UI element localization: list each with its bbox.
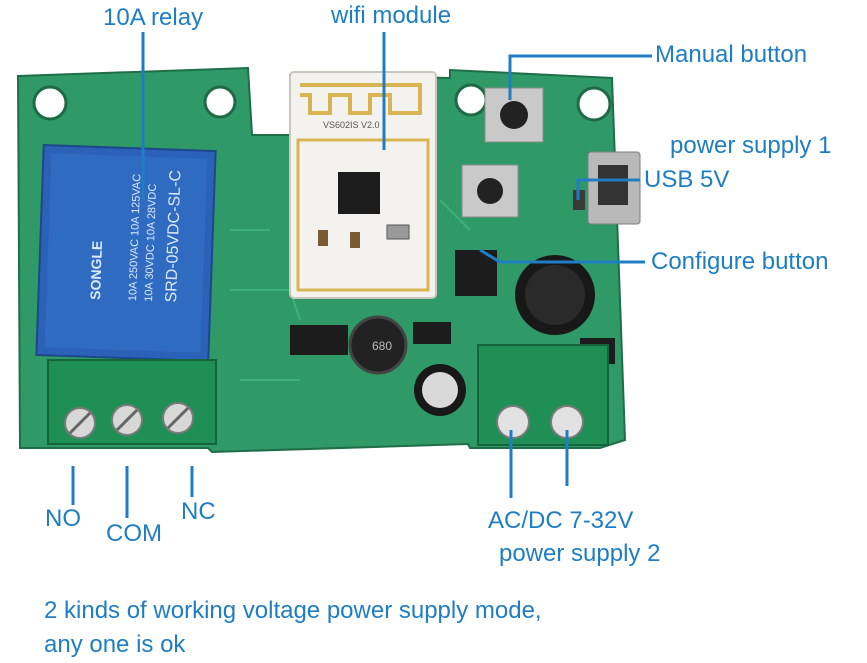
power-supply-1-label: power supply 1 bbox=[670, 132, 832, 159]
manual-button-part bbox=[484, 87, 544, 143]
capacitors bbox=[414, 255, 595, 416]
configure-button-part bbox=[461, 164, 519, 218]
relay-spec-1: 10A 250VAC 10A 125VAC bbox=[127, 174, 143, 302]
caption-line-2: any one is ok bbox=[44, 631, 186, 658]
relay-label: 10A relay bbox=[103, 4, 204, 31]
wifi-module: VS602IS V2.0 bbox=[289, 71, 437, 299]
relay-spec-2: 10A 30VDC 10A 28VDC bbox=[143, 183, 159, 301]
inductor: 680 bbox=[348, 315, 408, 375]
module-id: VS602IS V2.0 bbox=[323, 120, 380, 130]
usb-5v-label: USB 5V bbox=[644, 166, 730, 193]
configure-button-label: Configure button bbox=[651, 248, 829, 275]
relay-model: SRD-05VDC-SL-C bbox=[163, 170, 185, 303]
manual-button-label: Manual button bbox=[655, 41, 808, 68]
com-label: COM bbox=[106, 520, 162, 547]
leader-lines bbox=[71, 32, 652, 518]
relay: SONGLE 10A 250VAC 10A 125VAC 10A 30VDC 1… bbox=[35, 144, 217, 362]
power-supply-2-voltage-label: AC/DC 7-32V bbox=[488, 507, 634, 534]
usb-connector bbox=[587, 151, 641, 225]
caption-line-1: 2 kinds of working voltage power supply … bbox=[44, 597, 542, 624]
relay-terminal-block bbox=[47, 359, 217, 445]
relay-brand: SONGLE bbox=[87, 240, 105, 300]
power-supply-2-label: power supply 2 bbox=[499, 540, 661, 567]
nc-label: NC bbox=[181, 498, 216, 525]
inductor-marking: 680 bbox=[372, 339, 392, 353]
no-label: NO bbox=[45, 505, 81, 532]
power-terminal-block bbox=[477, 344, 609, 446]
wifi-module-label: wifi module bbox=[331, 2, 452, 29]
